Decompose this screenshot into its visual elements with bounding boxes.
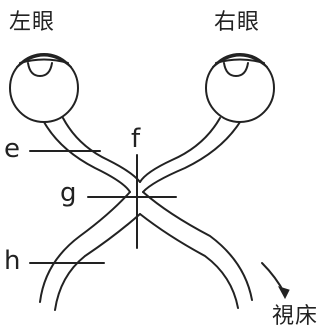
right-eye-label: 右眼: [214, 10, 261, 35]
left-optic-tract-outer: [39, 191, 131, 303]
left-eye-label: 左眼: [9, 10, 56, 35]
left-optic-nerve-inner: [62, 117, 141, 183]
right-optic-nerve-outer: [142, 121, 241, 193]
left-optic-nerve-outer: [43, 121, 131, 193]
right-optic-tract-inner: [139, 213, 239, 309]
right-optic-nerve-inner: [139, 117, 221, 183]
label-f: f: [131, 124, 141, 154]
label-e: e: [4, 134, 20, 164]
left-optic-tract-inner: [54, 213, 141, 311]
label-g: g: [60, 178, 77, 208]
label-h: h: [4, 246, 21, 276]
right-optic-tract-outer: [142, 191, 253, 301]
left-eyeball: [9, 53, 79, 123]
direction-arrow-head: [277, 286, 290, 300]
thalamus-label: 視床: [272, 304, 319, 329]
right-eyeball: [205, 53, 275, 123]
